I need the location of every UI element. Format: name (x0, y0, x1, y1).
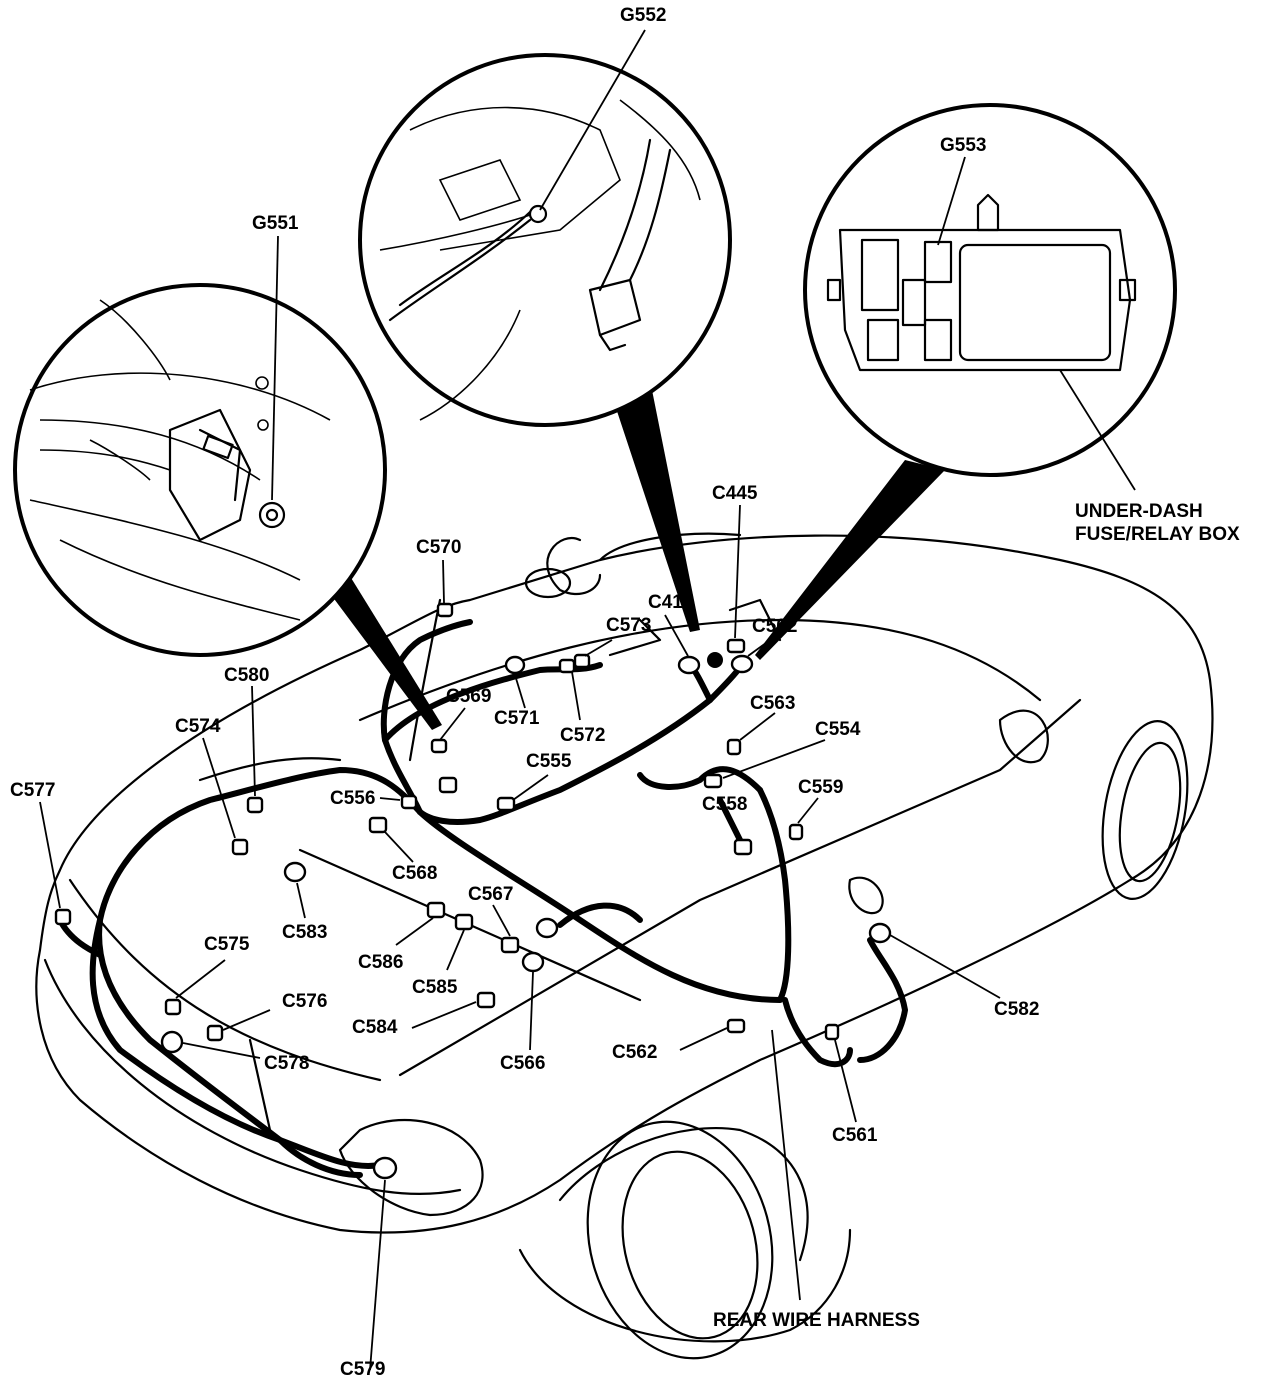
label-c575: C575 (204, 934, 250, 955)
label-fuse-relay-box: UNDER-DASH FUSE/RELAY BOX (1075, 501, 1240, 546)
label-c579: C579 (340, 1359, 386, 1380)
label-c555: C555 (526, 751, 572, 772)
label-c554: C554 (815, 719, 861, 740)
label-c502: C502 (752, 616, 798, 637)
car-body (35, 532, 1214, 1360)
label-g553: G553 (940, 135, 987, 156)
label-c569: C569 (446, 686, 492, 707)
label-c563: C563 (750, 693, 796, 714)
label-c571: C571 (494, 708, 540, 729)
label-c556: C556 (330, 788, 376, 809)
label-rear-wire-harness: REAR WIRE HARNESS (713, 1310, 920, 1331)
label-c558: C558 (702, 794, 748, 815)
label-c573: C573 (606, 615, 652, 636)
detail-g553 (755, 103, 1177, 660)
connectors (54, 602, 892, 1180)
label-c576: C576 (282, 991, 328, 1012)
label-c580: C580 (224, 665, 270, 686)
label-g551: G551 (252, 213, 299, 234)
label-c445: C445 (712, 483, 758, 504)
label-c567: C567 (468, 884, 514, 905)
label-c562: C562 (612, 1042, 658, 1063)
label-c572: C572 (560, 725, 606, 746)
label-leaders (39, 29, 1136, 1371)
detail-g551 (13, 283, 442, 730)
label-c584: C584 (352, 1017, 398, 1038)
label-c561: C561 (832, 1125, 878, 1146)
label-c586: C586 (358, 952, 404, 973)
label-c574: C574 (175, 716, 221, 737)
label-c570: C570 (416, 537, 462, 558)
label-c417: C417 (648, 592, 694, 613)
detail-g552 (358, 53, 732, 632)
label-c578: C578 (264, 1053, 310, 1074)
label-c577: C577 (10, 780, 56, 801)
label-c582: C582 (994, 999, 1040, 1020)
label-c585: C585 (412, 977, 458, 998)
label-c568: C568 (392, 863, 438, 884)
label-g552: G552 (620, 5, 667, 26)
label-c559: C559 (798, 777, 844, 798)
label-c583: C583 (282, 922, 328, 943)
label-c566: C566 (500, 1053, 546, 1074)
